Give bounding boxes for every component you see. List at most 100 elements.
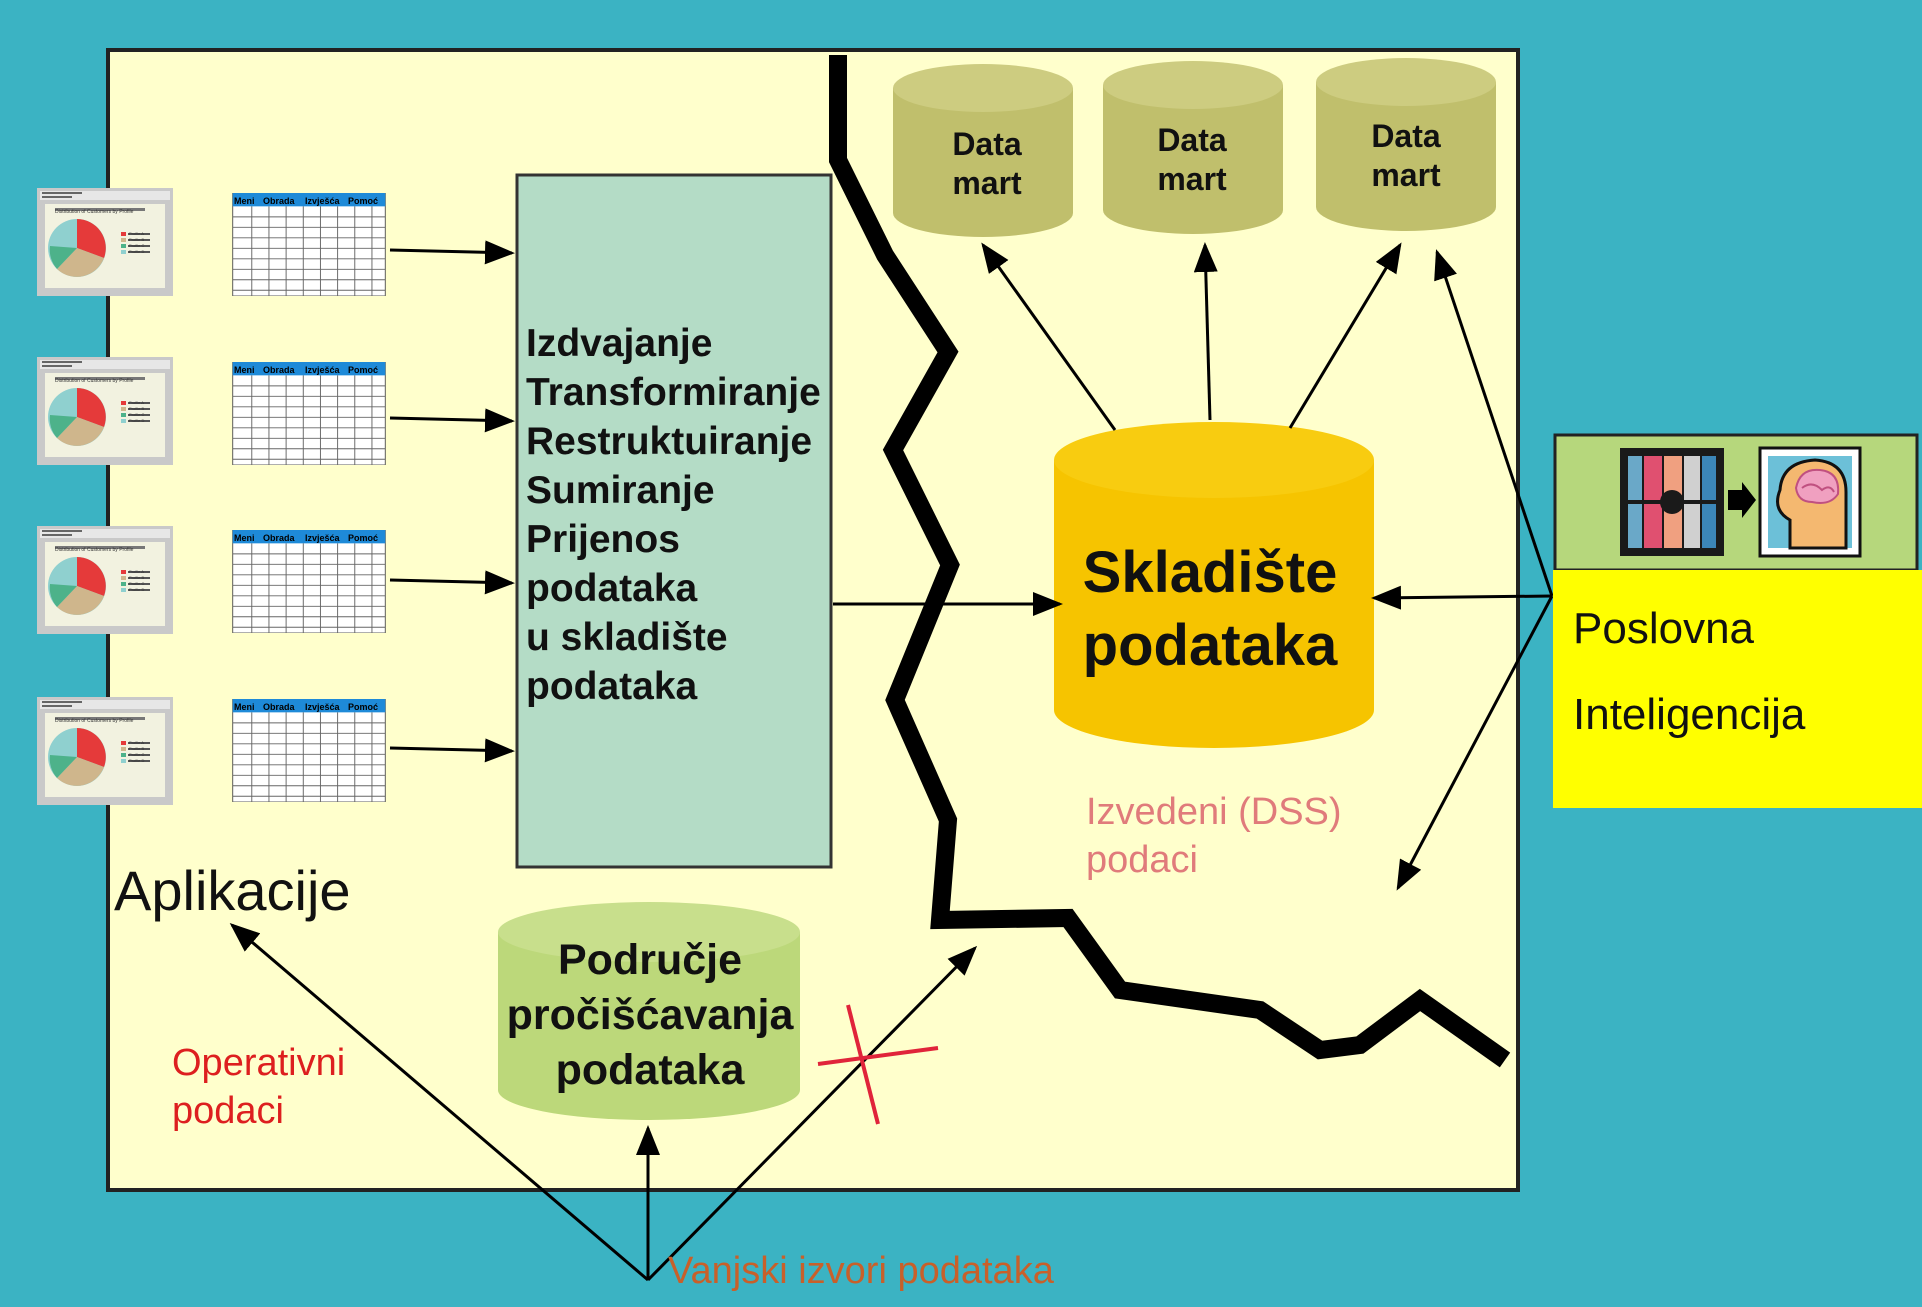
svg-text:podataka: podataka <box>1083 613 1338 678</box>
pie-report-title: Distribution of Customers by Profile <box>55 378 134 384</box>
app-to-etl-arrows <box>389 240 515 763</box>
svg-text:pročišćavanja: pročišćavanja <box>507 991 795 1039</box>
svg-text:podaci: podaci <box>172 1090 284 1132</box>
etl-step: Prijenos <box>526 518 680 561</box>
svg-text:Profile D: Profile D <box>129 418 144 423</box>
svg-text:mart: mart <box>952 165 1022 201</box>
warehouse-to-mart-arrows <box>981 242 1402 431</box>
data-mart-label: mart <box>1157 161 1227 197</box>
pie-report-window <box>37 697 173 805</box>
arrow <box>1371 585 1553 610</box>
brain-head-icon <box>1758 446 1862 558</box>
svg-text:Područje: Područje <box>558 936 742 984</box>
pie-report-title: Distribution of Customers by Profile <box>55 209 134 215</box>
pie-report-title: Distribution of Customers by Profile <box>55 718 134 724</box>
svg-text:Izvedeni (DSS): Izvedeni (DSS) <box>1086 791 1342 833</box>
operational-data-label: podaci <box>172 1090 284 1132</box>
pie-legend-entry: Profile C <box>129 412 144 417</box>
warehouse-label: podataka <box>1083 613 1338 678</box>
svg-text:Distribution of Customers by P: Distribution of Customers by Profile <box>55 209 134 215</box>
arrow <box>981 242 1117 431</box>
arrow <box>1396 595 1554 891</box>
etl-step: Restruktuiranje <box>526 420 812 463</box>
svg-text:Distribution of Customers by P: Distribution of Customers by Profile <box>55 547 134 553</box>
etl-step: Sumiranje <box>526 469 715 512</box>
svg-text:Izvješća: Izvješća <box>305 702 341 712</box>
svg-text:Poslovna: Poslovna <box>1573 604 1755 653</box>
pie-legend-entry: Profile B <box>129 575 144 580</box>
svg-text:Profile A: Profile A <box>129 740 144 745</box>
data-mart <box>893 64 1073 237</box>
pie-report-window <box>37 357 173 465</box>
pie-legend-entry: Profile D <box>129 249 144 254</box>
cleansing-area <box>498 902 800 1120</box>
pie-legend-entry: Profile A <box>129 400 144 405</box>
svg-text:Obrada: Obrada <box>263 365 296 375</box>
arrow <box>389 570 515 595</box>
arrow <box>229 923 649 1282</box>
svg-text:podataka: podataka <box>556 1046 746 1094</box>
bi-arrows <box>1371 249 1554 891</box>
operational-data-label: Operativni <box>172 1042 345 1084</box>
pie-legend-entry: Profile B <box>129 237 144 242</box>
data-mart-label: Data <box>1157 122 1227 158</box>
cleansing-label: pročišćavanja <box>507 991 795 1039</box>
business-intelligence-box <box>1553 433 1922 808</box>
grid-menu-item: Pomoć <box>348 702 378 712</box>
grid-menu-item: Izvješća <box>305 196 341 206</box>
pie-legend-entry: Profile B <box>129 746 144 751</box>
spreadsheet-window <box>232 362 386 465</box>
svg-text:Distribution of Customers by P: Distribution of Customers by Profile <box>55 378 134 384</box>
svg-text:Profile B: Profile B <box>129 575 144 580</box>
operational-applications: Meni Obrada Izvješća Pomoć Meni Obrada I… <box>37 188 386 805</box>
svg-text:Profile C: Profile C <box>129 581 144 586</box>
derived-data-label: Izvedeni (DSS) <box>1086 791 1342 833</box>
external-source-arrows <box>229 923 978 1282</box>
etl-step: u skladište <box>526 616 728 659</box>
svg-text:Profile C: Profile C <box>129 243 144 248</box>
grid-menu-item: Pomoć <box>348 533 378 543</box>
svg-text:Izvješća: Izvješća <box>305 196 341 206</box>
svg-text:Meni: Meni <box>234 702 255 712</box>
cleansing-label: podataka <box>556 1046 746 1094</box>
arrow <box>389 738 515 763</box>
grid-menu-item: Meni <box>234 533 255 543</box>
blocked-path-cross <box>817 1004 939 1125</box>
arrow <box>1193 242 1218 421</box>
spreadsheet-window <box>232 193 386 296</box>
environment-boundary <box>829 55 1511 1068</box>
spreadsheet-window <box>232 530 386 633</box>
svg-text:Meni: Meni <box>234 533 255 543</box>
svg-text:Profile A: Profile A <box>129 231 144 236</box>
svg-text:Distribution of Customers by P: Distribution of Customers by Profile <box>55 718 134 724</box>
pie-legend-entry: Profile D <box>129 587 144 592</box>
data-warehouse <box>1054 422 1374 748</box>
arrow-right-icon <box>1728 482 1756 518</box>
grid-menu-item: Izvješća <box>305 533 341 543</box>
derived-data-label: podaci <box>1086 839 1198 881</box>
svg-text:Profile D: Profile D <box>129 249 144 254</box>
bi-label: Poslovna <box>1573 604 1755 653</box>
grid-menu-item: Izvješća <box>305 365 341 375</box>
svg-text:podaci: podaci <box>1086 839 1198 881</box>
svg-text:Obrada: Obrada <box>263 196 296 206</box>
arrow <box>646 945 978 1282</box>
svg-text:Data: Data <box>1157 122 1227 158</box>
svg-text:Operativni: Operativni <box>172 1042 345 1084</box>
pie-legend-entry: Profile B <box>129 406 144 411</box>
svg-text:mart: mart <box>1157 161 1227 197</box>
grid-menu-item: Obrada <box>263 365 296 375</box>
grid-menu-item: Meni <box>234 702 255 712</box>
svg-text:Profile A: Profile A <box>129 569 144 574</box>
grid-menu-item: Meni <box>234 365 255 375</box>
cleansing-label: Područje <box>558 936 742 984</box>
warehouse-label: Skladište <box>1083 540 1338 605</box>
etl-steps: Izdvajanje Transformiranje Restruktuiran… <box>526 322 832 708</box>
svg-text:Skladište: Skladište <box>1083 540 1338 605</box>
data-mart-label: Data <box>1371 118 1441 154</box>
svg-text:Izvješća: Izvješća <box>305 365 341 375</box>
svg-text:Profile C: Profile C <box>129 412 144 417</box>
svg-text:Profile B: Profile B <box>129 406 144 411</box>
pie-legend-entry: Profile D <box>129 418 144 423</box>
